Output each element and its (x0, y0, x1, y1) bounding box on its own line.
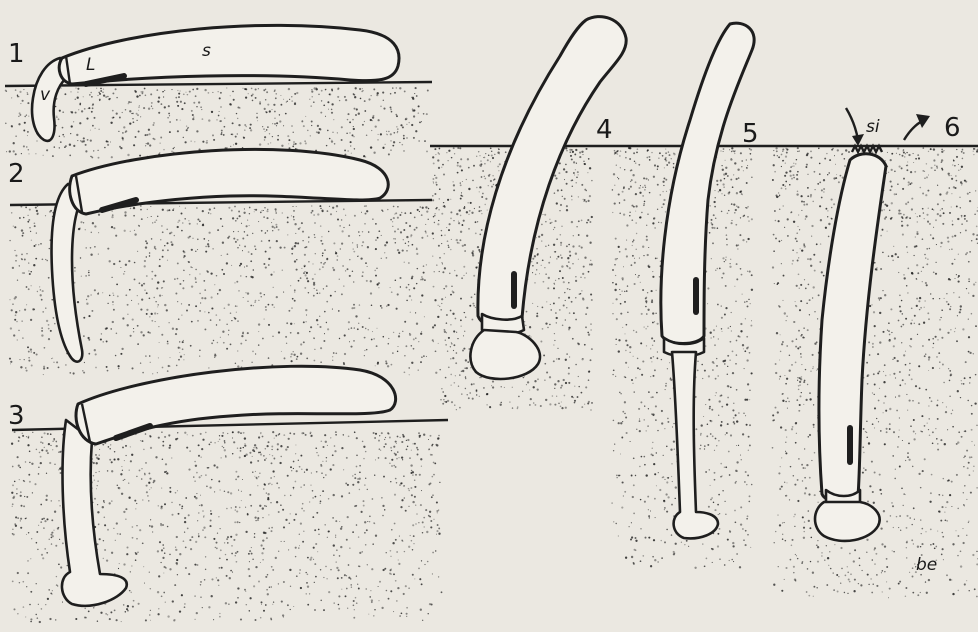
sediment-stage-1 (5, 87, 429, 159)
stage-6-foot (815, 502, 880, 541)
stage-number-4: 4 (596, 115, 613, 145)
stage-4-shell (478, 17, 626, 328)
burrow-label: be (916, 555, 937, 575)
stage-5-animal (661, 23, 754, 538)
stage-number-5: 5 (742, 119, 759, 149)
stage-6-animal (815, 108, 930, 541)
stage-5-shell (661, 23, 754, 343)
stage-4-foot (470, 330, 540, 379)
stage-6-inflow-arrowhead (852, 134, 864, 146)
stage-6-inflow-arrow (846, 108, 858, 140)
stage-number-6: 6 (944, 113, 961, 143)
ligament-label: L (86, 55, 95, 75)
stage-6-siphon-fringe (852, 146, 882, 152)
stage-number-1: 1 (8, 39, 25, 69)
stage-6-outflow-arrowhead (916, 114, 930, 128)
stage-1-shell (59, 25, 399, 84)
stage-4-animal (470, 17, 626, 379)
stage-5-foot (672, 352, 718, 538)
stage-3-animal (62, 366, 396, 606)
stage-number-2: 2 (8, 159, 25, 189)
shell-label: s (202, 41, 211, 61)
stage-3-foot (62, 420, 127, 606)
stage-number-3: 3 (8, 401, 25, 431)
siphon-label: si (866, 117, 880, 137)
valve-label: v (40, 85, 51, 105)
